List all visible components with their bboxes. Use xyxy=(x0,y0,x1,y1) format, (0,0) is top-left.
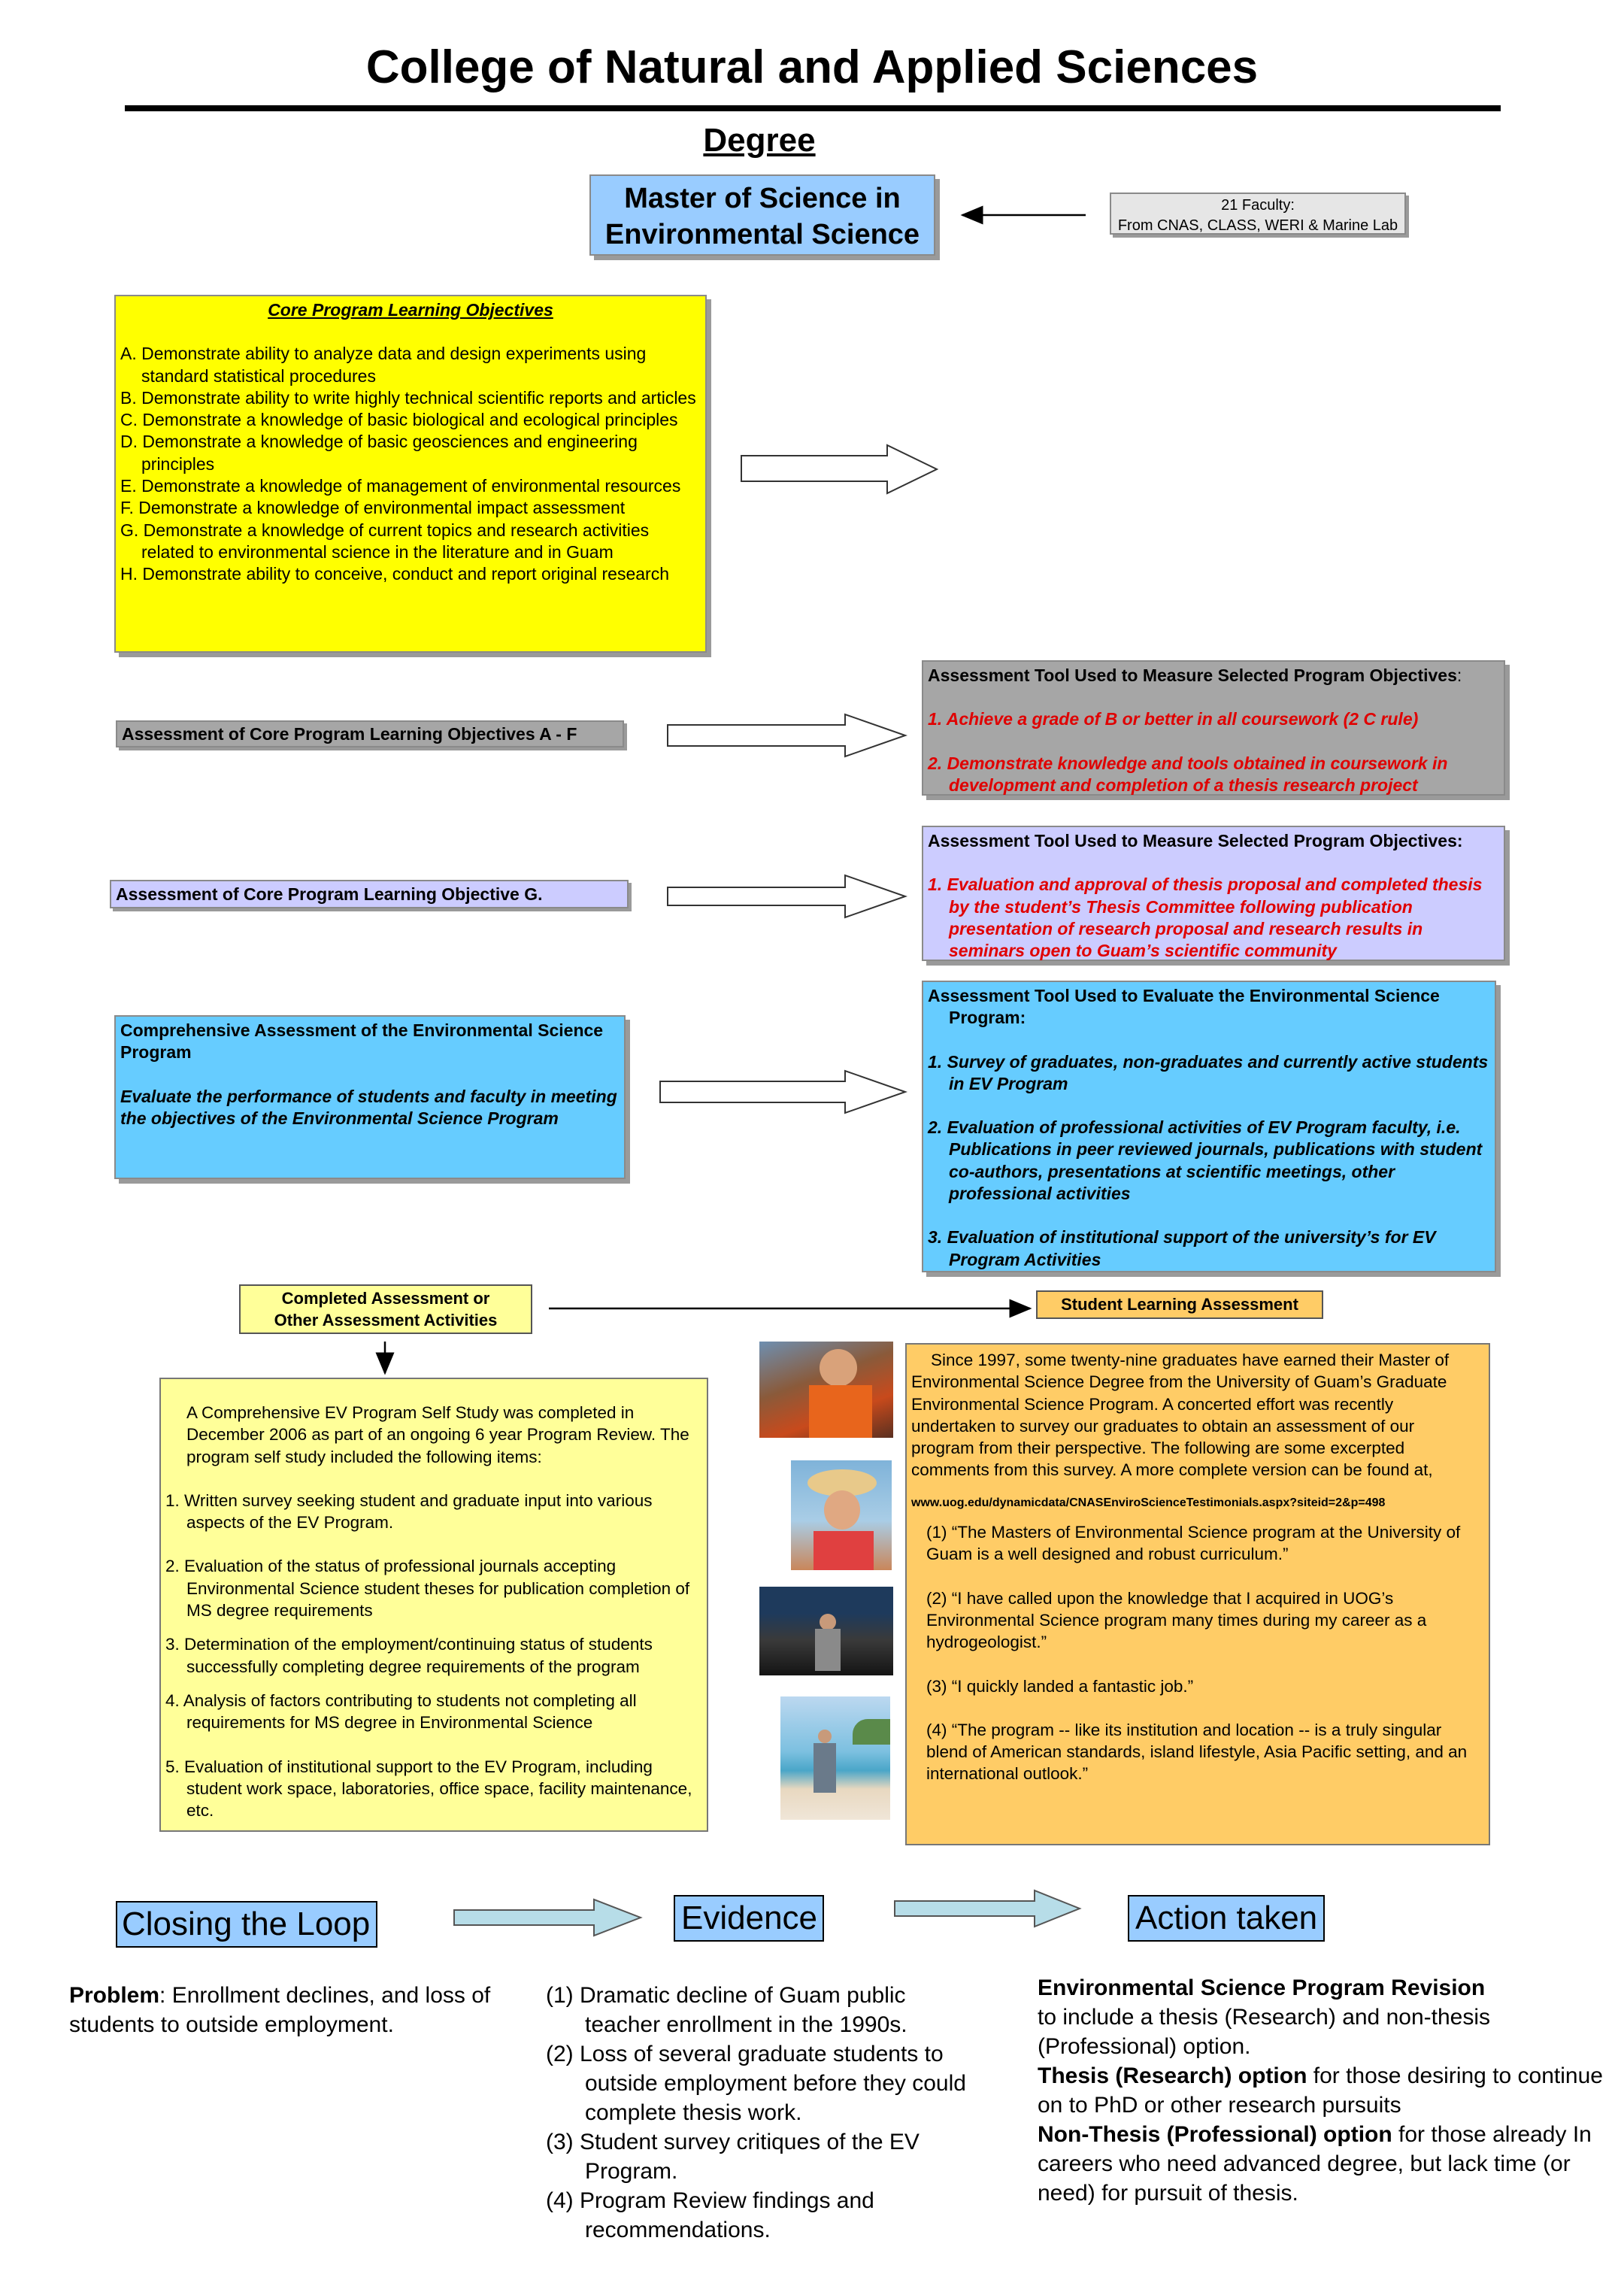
core-objectives-heading: Core Program Learning Objectives xyxy=(268,300,553,320)
assessment-g-item-1: 1. Evaluation and approval of thesis pro… xyxy=(928,875,1483,961)
self-study-item-4: 4. Analysis of factors contributing to s… xyxy=(165,1690,637,1733)
objective-f: F. Demonstrate a knowledge of environmen… xyxy=(120,498,626,518)
evidence-list: (1) Dramatic decline of Guam public teac… xyxy=(546,1981,982,2245)
comprehensive-box: Comprehensive Assessment of the Environm… xyxy=(114,1015,626,1179)
graduate-photo-4 xyxy=(780,1696,890,1820)
graduate-photo-1 xyxy=(759,1342,893,1438)
objective-e: E. Demonstrate a knowledge of management… xyxy=(120,476,681,496)
core-objectives-box: Core Program Learning Objectives A. Demo… xyxy=(114,295,707,653)
evidence-box: Evidence xyxy=(674,1895,824,1942)
action-taken-label: Action taken xyxy=(1135,1900,1318,1936)
thesis-option-text: for those desiring to continue on to PhD… xyxy=(1038,2063,1603,2118)
comprehensive-tool-heading: Assessment Tool Used to Evaluate the Env… xyxy=(928,986,1440,1028)
self-study-intro: A Comprehensive EV Program Self Study wa… xyxy=(186,1403,689,1466)
objective-g: G. Demonstrate a knowledge of current to… xyxy=(120,520,650,562)
comprehensive-item-3: 3. Evaluation of institutional support o… xyxy=(928,1227,1436,1269)
problem-text: Problem: Enrollment declines, and loss o… xyxy=(69,1981,520,2039)
evidence-item-3: (3) Student survey critiques of the EV P… xyxy=(546,2130,920,2184)
sla-quote-4: (4) “The program -- like its institution… xyxy=(926,1720,1468,1784)
graduate-photo-2 xyxy=(791,1460,892,1570)
problem-description: : Enrollment declines, and loss of stude… xyxy=(69,1983,491,2037)
sla-quote-2: (2) “I have called upon the knowledge th… xyxy=(926,1588,1427,1652)
objective-a: A. Demonstrate ability to analyze data a… xyxy=(120,344,647,386)
comprehensive-item-2: 2. Evaluation of professional activities… xyxy=(928,1117,1483,1204)
sla-quote-3: (3) “I quickly landed a fantastic job.” xyxy=(926,1676,1194,1696)
assessment-af-label-box: Assessment of Core Program Learning Obje… xyxy=(116,720,624,747)
self-study-item-3: 3. Determination of the employment/conti… xyxy=(165,1635,653,1676)
closing-to-evidence-arrow xyxy=(453,1898,643,1937)
thesis-option: Thesis (Research) option for those desir… xyxy=(1038,2061,1615,2120)
action-text: Environmental Science Program Revision t… xyxy=(1038,1973,1615,2208)
self-study-item-5: 5. Evaluation of institutional support t… xyxy=(165,1757,692,1821)
assessment-af-tool-box: Assessment Tool Used to Measure Selected… xyxy=(922,660,1505,796)
closing-loop-label: Closing the Loop xyxy=(122,1906,371,1942)
sla-quote-1: (1) “The Masters of Environmental Scienc… xyxy=(926,1523,1461,1564)
student-learning-box: Since 1997, some twenty-nine graduates h… xyxy=(905,1343,1490,1845)
comprehensive-item-1: 1. Survey of graduates, non-graduates an… xyxy=(928,1051,1489,1093)
sla-url: www.uog.edu/dynamicdata/CNASEnviroScienc… xyxy=(911,1496,1386,1509)
evidence-item-1: (1) Dramatic decline of Guam public teac… xyxy=(546,1983,907,2037)
student-learning-label: Student Learning Assessment xyxy=(1061,1295,1298,1314)
nonthesis-option: Non-Thesis (Professional) option for tho… xyxy=(1038,2120,1615,2208)
faculty-sources: From CNAS, CLASS, WERI & Marine Lab xyxy=(1117,217,1398,234)
degree-box: Master of Science in Environmental Scien… xyxy=(589,174,935,256)
assessment-g-label-box: Assessment of Core Program Learning Obje… xyxy=(110,880,629,908)
completed-label-line1: Completed Assessment or xyxy=(281,1289,490,1308)
objective-d: D. Demonstrate a knowledge of basic geos… xyxy=(120,432,638,474)
graduate-photo-3 xyxy=(759,1587,893,1675)
comprehensive-subtitle: Evaluate the performance of students and… xyxy=(120,1086,617,1128)
faculty-box: 21 Faculty: From CNAS, CLASS, WERI & Mar… xyxy=(1110,193,1406,235)
evidence-item-4: (4) Program Review findings and recommen… xyxy=(546,2188,874,2242)
self-study-item-2: 2. Evaluation of the status of professio… xyxy=(165,1557,690,1621)
assessment-g-tool-box: Assessment Tool Used to Measure Selected… xyxy=(922,826,1505,961)
comprehensive-arrow xyxy=(659,1069,908,1114)
evidence-label: Evidence xyxy=(681,1900,818,1936)
closing-loop-box: Closing the Loop xyxy=(116,1901,377,1948)
comprehensive-title: Comprehensive Assessment of the Environm… xyxy=(120,1020,604,1063)
title-rule xyxy=(125,105,1501,111)
assessment-g-tool-heading: Assessment Tool Used to Measure Selected… xyxy=(928,831,1463,850)
faculty-count: 21 Faculty: xyxy=(1221,197,1295,214)
assessment-af-arrow xyxy=(667,713,908,758)
assessment-af-tool-heading: Assessment Tool Used to Measure Selected… xyxy=(928,666,1457,685)
objective-c: C. Demonstrate a knowledge of basic biol… xyxy=(120,410,678,430)
thesis-option-label: Thesis (Research) option xyxy=(1038,2063,1307,2088)
nonthesis-option-label: Non-Thesis (Professional) option xyxy=(1038,2122,1392,2147)
assessment-g-arrow xyxy=(667,874,908,919)
completed-label-line2: Other Assessment Activities xyxy=(274,1311,498,1330)
student-learning-label-box: Student Learning Assessment xyxy=(1036,1290,1323,1319)
self-study-box: A Comprehensive EV Program Self Study wa… xyxy=(159,1378,708,1832)
nonthesis-option-text: for those already In careers who need ad… xyxy=(1038,2122,1592,2206)
assessment-af-item-1: 1. Achieve a grade of B or better in all… xyxy=(928,709,1419,729)
action-title: Environmental Science Program Revision xyxy=(1038,1975,1486,2000)
comprehensive-tool-box: Assessment Tool Used to Evaluate the Env… xyxy=(922,981,1496,1272)
sla-intro: Since 1997, some twenty-nine graduates h… xyxy=(911,1351,1450,1480)
completed-assessment-label-box: Completed Assessment or Other Assessment… xyxy=(239,1284,532,1334)
objectives-arrow xyxy=(741,444,939,495)
page-title: College of Natural and Applied Sciences xyxy=(365,41,1259,93)
evidence-item-2: (2) Loss of several graduate students to… xyxy=(546,2042,966,2125)
objective-h: H. Demonstrate ability to conceive, cond… xyxy=(120,564,669,584)
assessment-af-tool-heading-colon: : xyxy=(1456,666,1462,685)
action-description: to include a thesis (Research) and non-t… xyxy=(1038,2005,1490,2059)
assessment-af-item-2: 2. Demonstrate knowledge and tools obtai… xyxy=(928,753,1448,795)
action-taken-box: Action taken xyxy=(1128,1895,1325,1942)
objective-b: B. Demonstrate ability to write highly t… xyxy=(120,387,696,408)
self-study-item-1: 1. Written survey seeking student and gr… xyxy=(165,1490,653,1533)
assessment-af-label: Assessment of Core Program Learning Obje… xyxy=(122,724,577,744)
degree-name: Master of Science in Environmental Scien… xyxy=(604,183,920,250)
assessment-g-label: Assessment of Core Program Learning Obje… xyxy=(116,884,543,904)
degree-label: Degree xyxy=(703,122,816,159)
evidence-to-action-arrow xyxy=(894,1889,1082,1928)
problem-label: Problem xyxy=(69,1983,160,2008)
